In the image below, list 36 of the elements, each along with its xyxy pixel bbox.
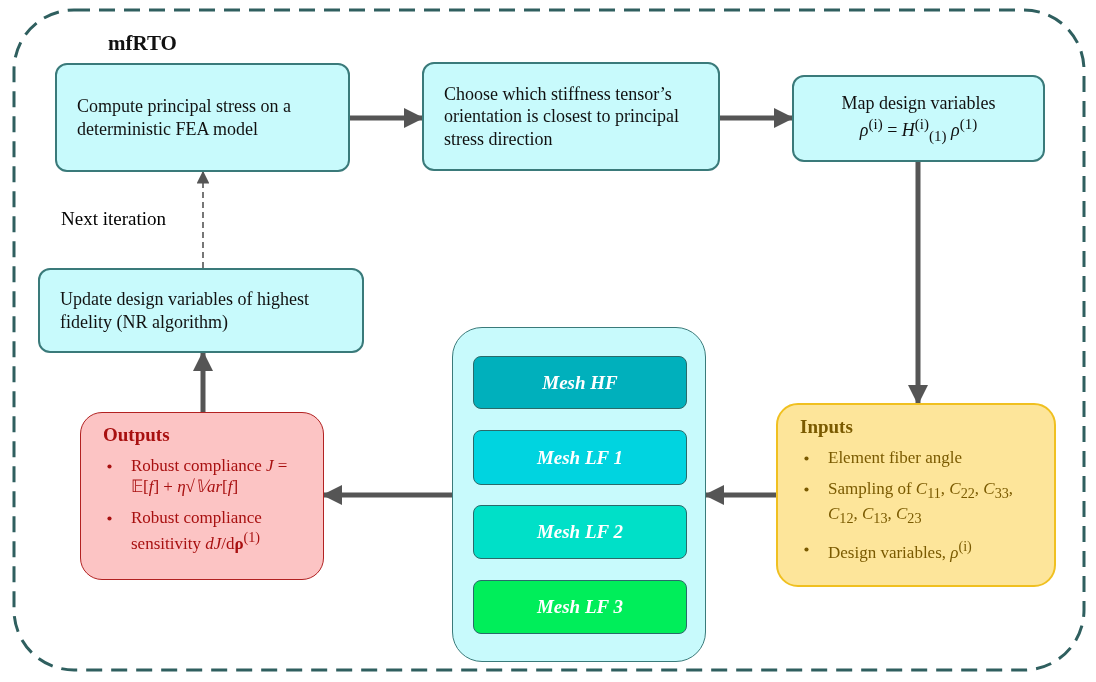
- process-text: Compute principal stress on a deterministic FEA model: [77, 95, 292, 140]
- process-box: [422, 62, 720, 171]
- dashed-frame: [12, 8, 1086, 672]
- mesh-box: [473, 356, 687, 409]
- arrow: [908, 162, 928, 405]
- process-box: [55, 63, 350, 172]
- bullet-item: Robust compliance sensitivity dJ/dρ$^{(1)}$: [103, 507, 303, 554]
- arrow: [704, 485, 776, 505]
- box-heading: Outputs: [103, 423, 171, 447]
- process-text: Update design variables of highest fidelity (NR algorithm): [60, 288, 310, 333]
- process-box: [38, 268, 364, 353]
- inputs-box: [776, 403, 1056, 587]
- arrow: [720, 108, 794, 128]
- mesh-label: Mesh LF 3: [536, 595, 624, 619]
- process-text: Map design variables: [841, 92, 996, 115]
- mesh-label: Mesh LF 2: [536, 520, 624, 544]
- mesh-box: [473, 430, 687, 485]
- mesh-box: [473, 580, 687, 634]
- dashed-arrow: [196, 170, 210, 269]
- frame-title: mfRTO: [108, 30, 177, 57]
- bullet-item: Design variables, ρ$^{(i)}$: [800, 538, 1034, 564]
- arrow: [322, 485, 452, 505]
- mesh-panel: [452, 327, 706, 662]
- outputs-box: [80, 412, 324, 580]
- arrow: [350, 108, 424, 128]
- box-heading: Inputs: [800, 415, 854, 439]
- mesh-box: [473, 505, 687, 559]
- bullet-item: Robust compliance J = 𝔼[f] + η√𝕍ar[f]: [103, 454, 303, 498]
- bullet-item: Sampling of C$_{11}$, C$_{22}$, C$_{33}$, C$_{12}$, C$_{13}$, C$_{23}$: [800, 478, 1034, 529]
- mesh-label: Mesh HF: [542, 370, 618, 395]
- mesh-label: Mesh LF 1: [536, 445, 624, 470]
- bullet-item: Element fiber angle: [800, 446, 1034, 468]
- process-text: Choose which stiffness tensor’s orientation is closest to principal stress direction: [444, 82, 680, 151]
- arrow: [193, 351, 213, 412]
- formula: ρ$^{(i)}$ = H$^{(i)}$$_{(1)}$ ρ$^{(1)}$: [859, 114, 978, 145]
- process-box: [792, 75, 1045, 162]
